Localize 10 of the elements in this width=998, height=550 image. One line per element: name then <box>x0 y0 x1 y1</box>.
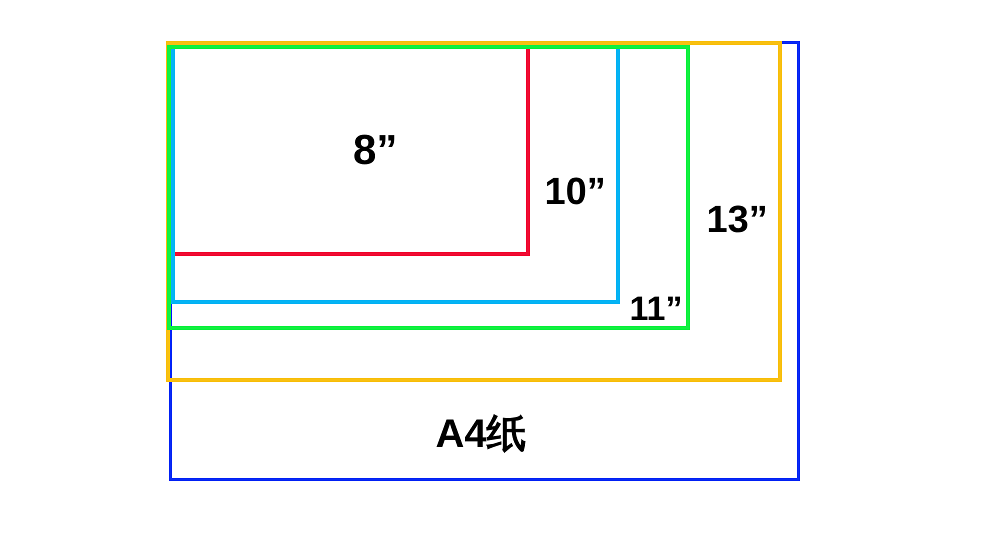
size-label: 13” <box>706 201 768 239</box>
size-frame <box>175 49 530 256</box>
size-frame <box>166 41 782 382</box>
size-label: 8” <box>353 129 398 171</box>
size-label: 10” <box>544 173 606 211</box>
size-frame <box>171 49 620 304</box>
size-label: 11” <box>630 292 682 326</box>
paper-label: A4纸 <box>436 414 527 454</box>
paper-frame <box>169 41 800 481</box>
size-frame <box>167 45 690 330</box>
